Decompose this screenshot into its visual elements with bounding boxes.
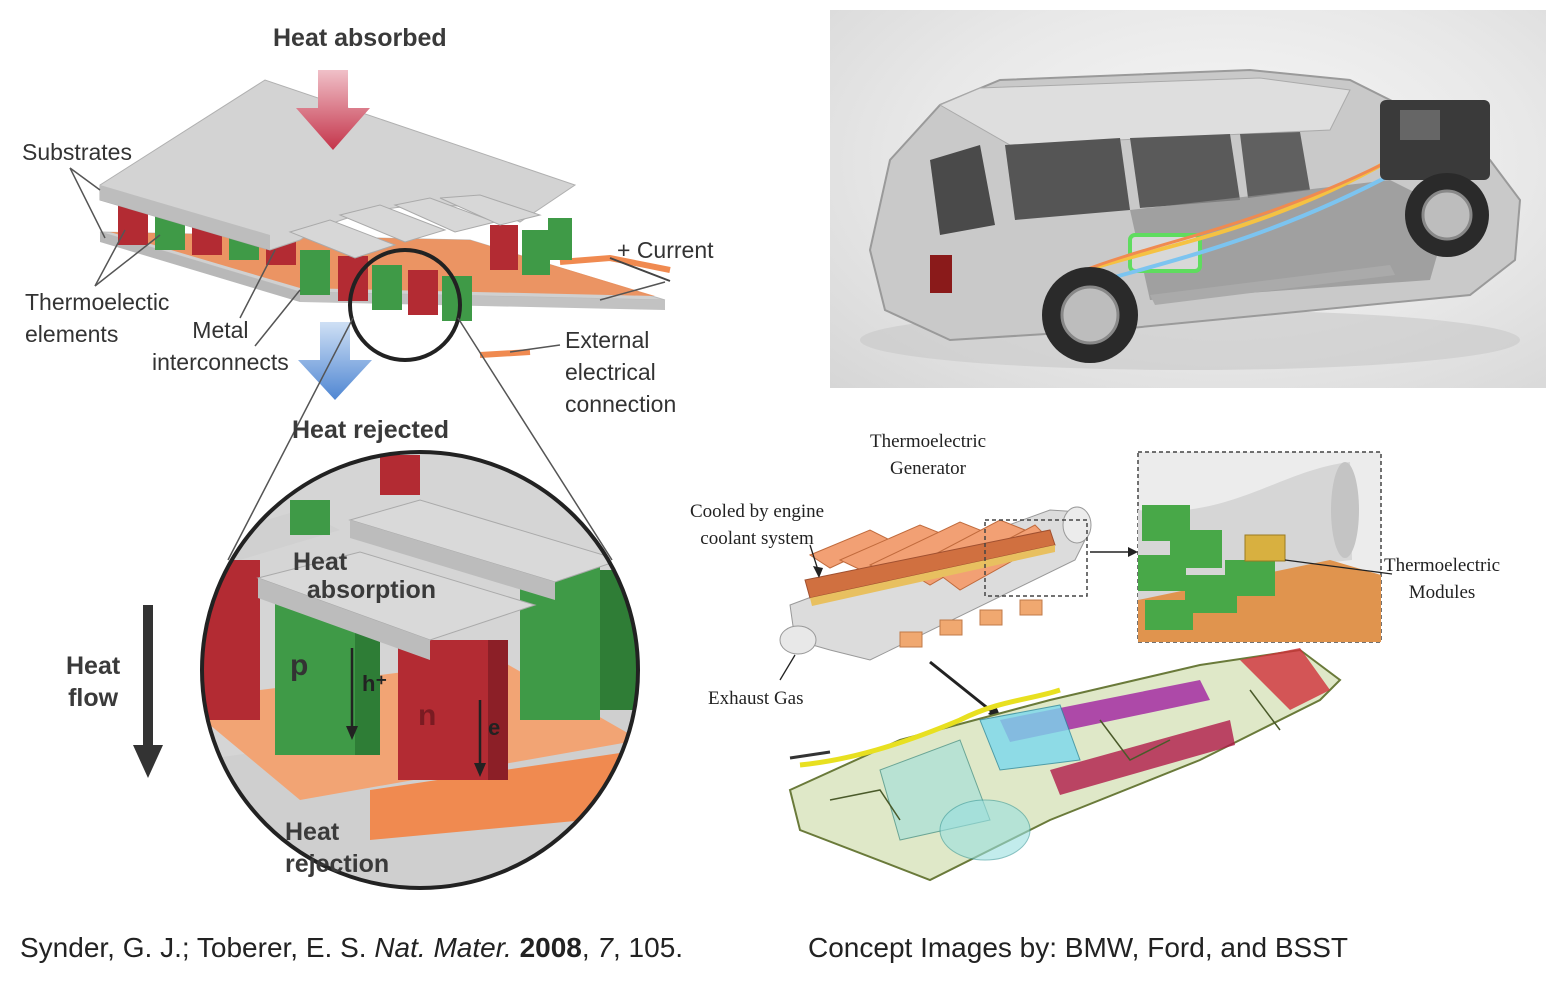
- teg-generator-label: Thermoelectric Generator: [870, 431, 987, 479]
- exhaust-gas-label: Exhaust Gas: [708, 688, 804, 709]
- heat-rejected-arrow: [298, 322, 372, 400]
- heat-absorbed-arrow: [296, 70, 370, 150]
- hole-carrier-label: h⁺: [362, 671, 388, 696]
- heat-absorption-label: Heat absorption: [293, 548, 437, 604]
- left-citation: Synder, G. J.; Toberer, E. S. Nat. Mater…: [20, 932, 684, 963]
- citation-journal: Nat. Mater.: [374, 932, 512, 963]
- thermoelectric-elements-label: Thermoelectic elements: [25, 289, 170, 347]
- cooled-by-coolant-label: Cooled by engine coolant system: [690, 501, 825, 549]
- metal-interconnects-label: Metal interconnects: [152, 317, 289, 375]
- electron-carrier-label: e: [488, 715, 501, 740]
- current-label: + Current: [617, 237, 714, 263]
- thermoelectric-modules-label: Thermoelectric Modules: [1384, 555, 1501, 603]
- suv-cutaway-image: [830, 10, 1546, 388]
- citation-authors: Synder, G. J.; Toberer, E. S.: [20, 932, 375, 963]
- heat-rejection-label: Heat rejection: [285, 818, 390, 878]
- right-citation: Concept Images by: BMW, Ford, and BSST: [808, 932, 1348, 963]
- heat-absorbed-label: Heat absorbed: [273, 24, 447, 52]
- citation-pages: , 105.: [613, 932, 684, 963]
- citation-year: 2008: [519, 932, 582, 963]
- module-illustration: [69, 70, 671, 890]
- heat-flow-arrow: [133, 605, 163, 778]
- zoom-view: [202, 452, 638, 888]
- substrates-label: Substrates: [22, 139, 132, 165]
- suv-illustration: [860, 68, 1522, 370]
- n-type-label: n: [418, 699, 437, 732]
- external-connection-label: External electrical connection: [565, 327, 677, 417]
- citation-volume: 7: [597, 932, 613, 963]
- heat-rejected-label: Heat rejected: [292, 416, 450, 444]
- heat-flow-label: Heat flow: [66, 652, 121, 712]
- p-type-label: p: [290, 649, 309, 682]
